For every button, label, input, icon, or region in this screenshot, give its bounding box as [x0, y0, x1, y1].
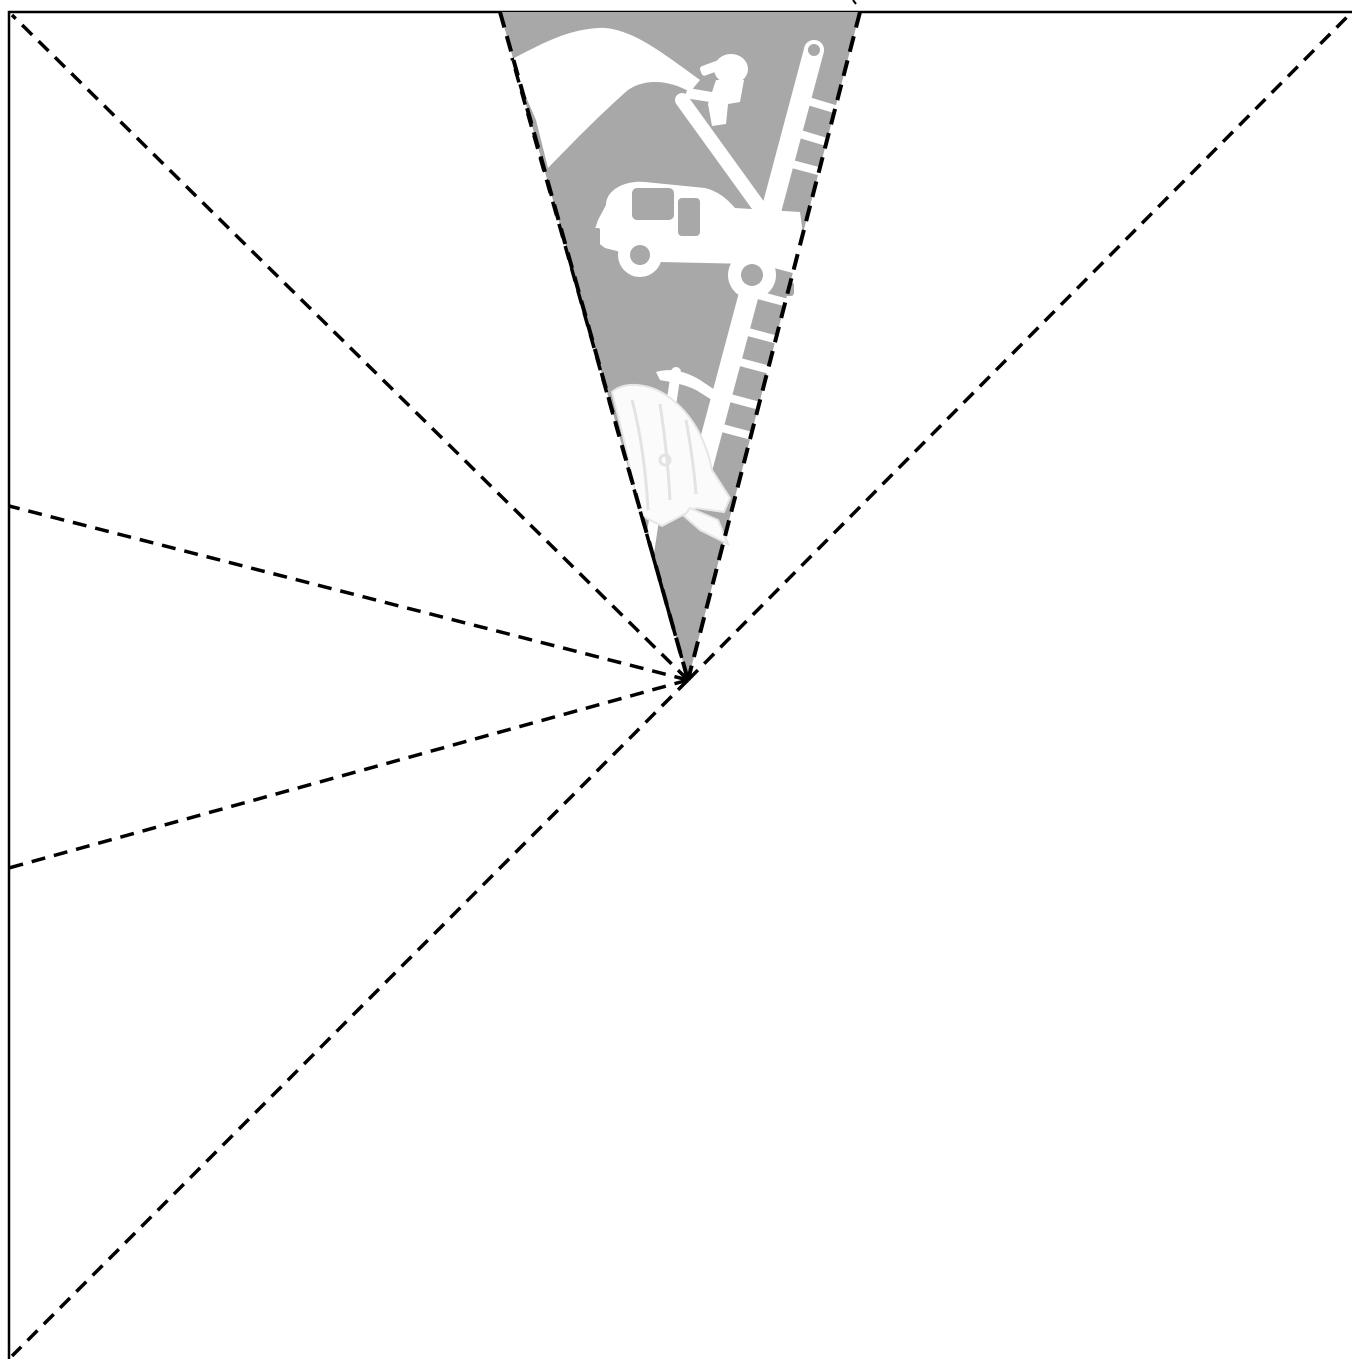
ladder-top-hook	[806, 42, 822, 58]
top-edge-tick	[853, 0, 856, 4]
fold-line	[9, 680, 688, 868]
fold-line	[12, 680, 688, 1356]
fold-line	[9, 506, 688, 680]
